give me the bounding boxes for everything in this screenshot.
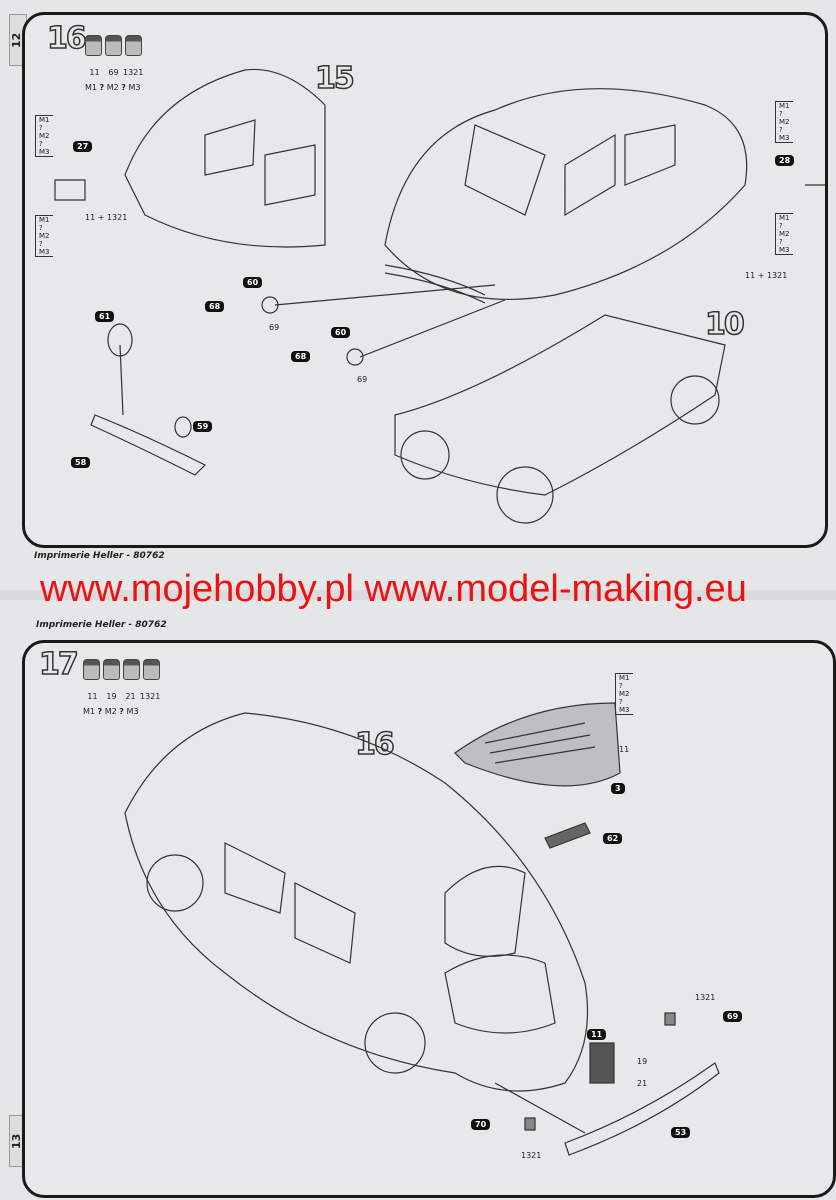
part-68: 68	[205, 301, 225, 312]
paint-code: 21	[125, 692, 136, 701]
paint-code: 11	[87, 692, 98, 701]
part-62: 62	[603, 833, 623, 844]
paint-pot-icon	[105, 35, 122, 56]
paint-pot-icon	[143, 659, 160, 680]
paint-list: 11 19 21 1321 M1 ? M2 ? M3	[83, 659, 163, 716]
part-28: 28	[775, 155, 795, 166]
paint-code: 1321	[140, 692, 161, 701]
mix-label: M1	[85, 83, 97, 92]
mix-label: M2	[104, 707, 117, 716]
part-69: 69	[723, 1011, 743, 1022]
footer: Imprimerie Heller - 80762	[36, 620, 167, 630]
part-59: 59	[193, 421, 213, 432]
mix-sep: ?	[119, 707, 124, 716]
mix-bracket: M1?M2?M3	[775, 101, 793, 143]
paint-code: 1321	[123, 68, 144, 77]
paint-pot-icon	[125, 35, 142, 56]
part-27: 27	[73, 141, 93, 152]
mix-label: M2	[106, 83, 119, 92]
paint-code: 19	[106, 692, 117, 701]
watermark: www.mojehobby.pl www.model-making.eu	[40, 568, 747, 610]
part-60: 60	[243, 277, 263, 288]
mix-label: M3	[126, 707, 139, 716]
note: 11 + 1321	[745, 271, 788, 280]
mix-sep: ?	[99, 83, 105, 92]
step-number: 17	[38, 646, 79, 683]
paint-pot-icon	[83, 659, 100, 680]
part-70: 70	[471, 1119, 491, 1130]
part-68: 68	[291, 351, 311, 362]
note: 69	[357, 375, 368, 384]
note: 21	[637, 1079, 648, 1088]
note: 19	[637, 1057, 648, 1066]
car-rear-illustration	[124, 702, 720, 1156]
paint-pot-icon	[103, 659, 120, 680]
paint-list: 11 69 1321 M1 ? M2 ? M3	[85, 35, 145, 92]
paint-code: 69	[108, 68, 119, 77]
mix-sep: ?	[97, 707, 103, 716]
mix-label: M1	[83, 707, 95, 716]
note: 11	[619, 745, 630, 754]
part-53: 53	[671, 1127, 691, 1138]
mix-bracket: M1?M2?M3	[615, 673, 633, 715]
mix-bracket: M1?M2?M3	[775, 213, 793, 255]
paint-code: 11	[89, 68, 100, 77]
car-body-illustration	[54, 68, 825, 524]
part-58: 58	[71, 457, 91, 468]
part-11: 11	[587, 1029, 607, 1040]
footer: Imprimerie Heller - 80762	[34, 551, 165, 561]
chassis-ref: 10	[704, 306, 745, 343]
part-3: 3	[611, 783, 625, 794]
mix-bracket: M1?M2?M3	[35, 215, 53, 257]
note: 69	[269, 323, 280, 332]
mix-label: M3	[128, 83, 141, 92]
mix-sep: ?	[121, 83, 126, 92]
part-61: 61	[95, 311, 115, 322]
part-60: 60	[331, 327, 351, 338]
note: 11 + 1321	[85, 213, 128, 222]
paint-pot-icon	[85, 35, 102, 56]
note: 1321	[521, 1151, 542, 1160]
paint-pot-icon	[123, 659, 140, 680]
note: 1321	[695, 993, 716, 1002]
mix-bracket: M1?M2?M3	[35, 115, 53, 157]
step-number: 16	[46, 20, 87, 57]
ref-step: 15	[314, 60, 355, 97]
